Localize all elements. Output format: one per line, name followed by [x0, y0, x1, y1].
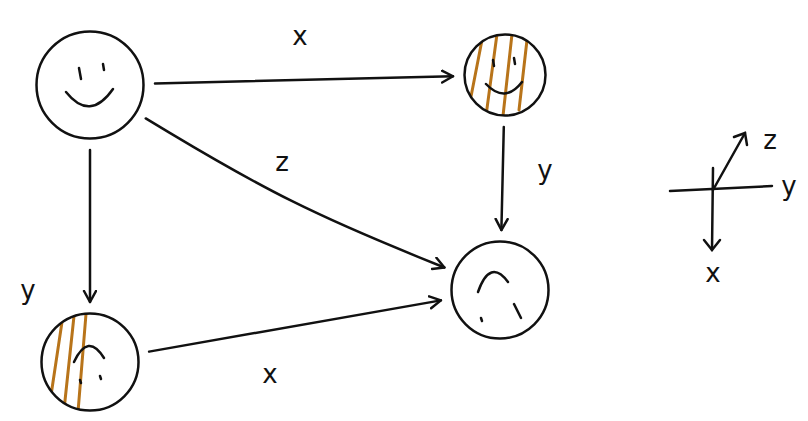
face-stripe: [486, 34, 497, 116]
face-stripe: [64, 316, 74, 410]
morphism-arrow: [501, 127, 503, 230]
face-mouth: [74, 346, 104, 362]
face-stripe: [503, 34, 512, 116]
edge-label: y: [535, 157, 554, 183]
circle-outline: [35, 30, 145, 140]
axis-line: [670, 186, 772, 191]
face-eye: [103, 64, 104, 70]
circle-outline: [42, 314, 139, 411]
axis-label: x: [703, 260, 722, 286]
face-circle: [35, 30, 145, 140]
axis-line: [712, 168, 713, 250]
morphism-arrow: [149, 300, 441, 351]
morphism-arrow: [89, 150, 92, 302]
circle-outline: [463, 33, 547, 117]
face-stripe: [78, 314, 86, 412]
face-eye: [100, 376, 101, 379]
face-circle: [40, 312, 140, 412]
edge-label: z: [273, 149, 291, 175]
face-stripe: [519, 40, 527, 110]
face-mouth: [486, 82, 522, 94]
face-mouth: [478, 272, 508, 292]
axis-label: z: [761, 127, 779, 153]
axis-arrowhead: [734, 133, 747, 145]
edge-label: x: [260, 361, 279, 387]
circle-outline: [40, 312, 140, 412]
axis-label: y: [779, 173, 798, 199]
morphism-arrow: [146, 118, 445, 267]
face-eye: [79, 68, 81, 79]
face-eye: [481, 318, 482, 321]
face-circle: [450, 240, 550, 340]
axis-arrowhead: [704, 240, 720, 250]
face-eye: [514, 304, 521, 318]
circle-outline: [452, 242, 549, 339]
face-eye: [80, 380, 81, 383]
edge-label: x: [290, 23, 309, 49]
circle-outline: [37, 32, 144, 139]
edge-label: y: [18, 277, 37, 303]
circle-outline: [465, 35, 546, 116]
circle-outline: [450, 240, 550, 340]
face-mouth: [66, 89, 113, 106]
face-eye: [493, 60, 494, 66]
face-eye: [514, 58, 515, 64]
morphism-arrow: [155, 76, 453, 83]
face-circle: [463, 33, 547, 117]
axis-line: [713, 133, 745, 190]
